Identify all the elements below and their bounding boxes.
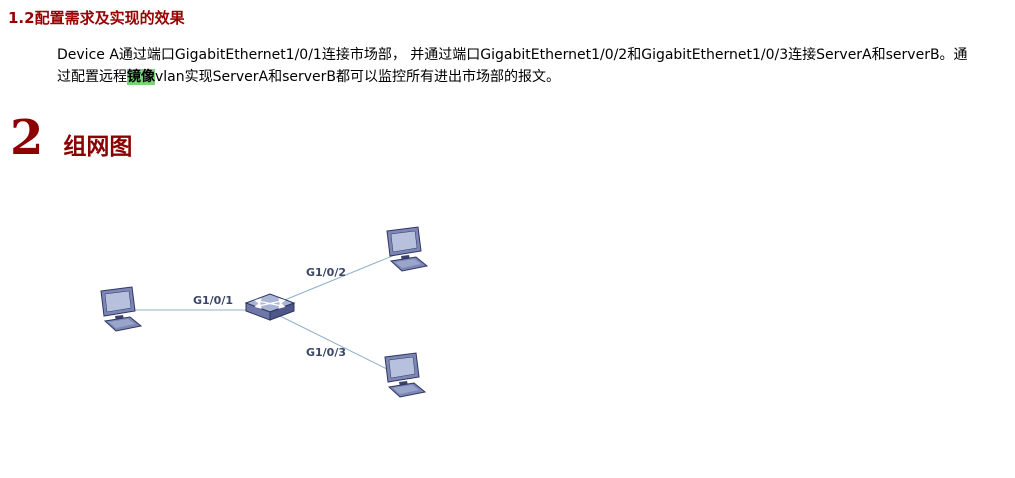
link-line-g1-0-3 — [269, 310, 406, 379]
requirements-paragraph: Device A通过端口GigabitEthernet1/0/1连接市场部， 并… — [57, 44, 972, 88]
port-label-g1-0-3: G1/0/3 — [306, 346, 346, 359]
link-line-g1-0-2 — [269, 249, 408, 307]
port-label-g1-0-2: G1/0/2 — [306, 266, 346, 279]
highlighted-term: 镜像 — [127, 69, 155, 85]
section-heading-network: 2 组网图 — [10, 112, 1015, 164]
network-diagram: G1/0/1 G1/0/2 G1/0/3 — [85, 216, 505, 421]
paragraph-text-1: Device A通过端口GigabitEthernet1/0/1连接市场部， 并… — [57, 47, 968, 85]
paragraph-text-2: vlan实现ServerA和serverB都可以监控所有进出市场部的报文。 — [155, 69, 561, 85]
network-diagram-canvas: G1/0/1 G1/0/2 G1/0/3 — [100, 226, 428, 398]
computer-icon-server-a — [386, 226, 428, 272]
switch-icon-device-a — [246, 294, 294, 320]
section-number: 2 — [10, 110, 44, 166]
section-title: 组网图 — [63, 133, 133, 160]
computer-icon-market — [100, 286, 142, 332]
section-heading-requirements: 1.2配置需求及实现的效果 — [8, 9, 185, 27]
document-page: 1.2配置需求及实现的效果 Device A通过端口GigabitEtherne… — [0, 8, 1015, 478]
port-label-g1-0-1: G1/0/1 — [193, 294, 233, 307]
computer-icon-server-b — [384, 352, 426, 398]
